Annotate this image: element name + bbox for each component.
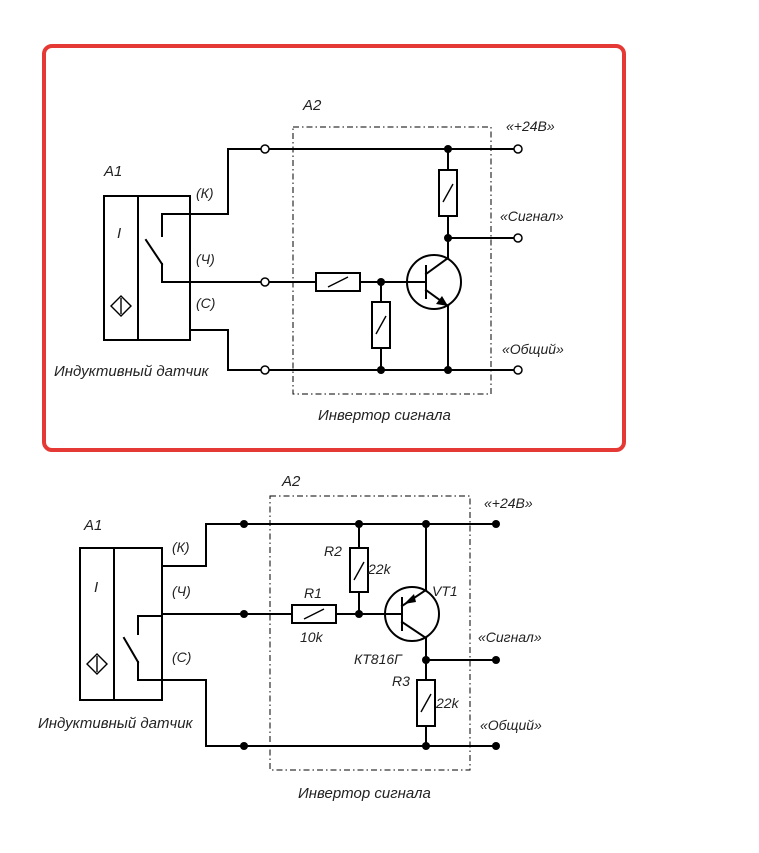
switch-contact-icon xyxy=(122,636,140,664)
bottom-sensor: I xyxy=(79,547,163,701)
top-terminal-common: «Общий» xyxy=(502,341,564,357)
top-terminal-signal: «Сигнал» xyxy=(500,208,564,224)
vt1-type: КТ816Г xyxy=(354,651,403,667)
r2-ref: R2 xyxy=(324,543,342,559)
switch-contact-icon xyxy=(144,238,164,266)
r3-ref: R3 xyxy=(392,673,410,689)
bottom-terminal-signal: «Сигнал» xyxy=(478,629,542,645)
top-sensor-caption: Индуктивный датчик xyxy=(54,363,210,380)
bottom-wire-ch-label: (Ч) xyxy=(172,583,191,599)
vt1-transistor xyxy=(384,523,440,661)
bottom-wire-k xyxy=(161,523,245,567)
bottom-module-caption: Инвертор сигнала xyxy=(298,785,431,802)
highlight-frame xyxy=(42,44,626,452)
bottom-terminal-24v: «+24В» xyxy=(484,495,533,511)
top-schematic: A2 Инвертор сигнала I A1 Индуктивный дат… xyxy=(42,44,626,452)
bottom-terminal-common: «Общий» xyxy=(480,717,542,733)
top-wire-s xyxy=(189,329,266,371)
r2-value: 22k xyxy=(367,561,392,577)
r1-ref: R1 xyxy=(304,585,322,601)
bottom-wire-s xyxy=(161,679,245,747)
top-switch-mark: I xyxy=(117,225,121,242)
sensor-symbol-icon xyxy=(110,295,132,317)
top-module-boundary xyxy=(292,126,492,395)
top-wire-ch-label: (Ч) xyxy=(196,251,215,267)
top-module-caption: Инвертор сигнала xyxy=(318,407,451,424)
top-terminal-24v: «+24В» xyxy=(506,118,555,134)
top-wire-k xyxy=(189,148,266,215)
r3-value: 22k xyxy=(435,695,460,711)
sensor-symbol-icon xyxy=(86,653,108,675)
vt1-ref: VT1 xyxy=(432,583,458,599)
bottom-module-boundary xyxy=(269,495,471,771)
r1-value: 10k xyxy=(300,629,324,645)
top-sensor-ref: A1 xyxy=(103,163,122,180)
bottom-module-ref: A2 xyxy=(281,473,301,490)
top-module-ref: A2 xyxy=(302,97,322,114)
bottom-wire-s-label: (С) xyxy=(172,649,191,665)
top-wire-s-label: (С) xyxy=(196,295,215,311)
bottom-switch-mark: I xyxy=(94,579,98,596)
top-transistor xyxy=(406,237,462,371)
bottom-wire-k-label: (К) xyxy=(172,539,190,555)
top-wire-k-label: (К) xyxy=(196,185,214,201)
bottom-sensor-caption: Индуктивный датчик xyxy=(38,715,194,732)
bottom-schematic: A2 Инвертор сигнала I A1 Индуктивный дат… xyxy=(38,473,542,802)
bottom-sensor-ref: A1 xyxy=(83,517,102,534)
top-sensor: I xyxy=(103,195,191,341)
